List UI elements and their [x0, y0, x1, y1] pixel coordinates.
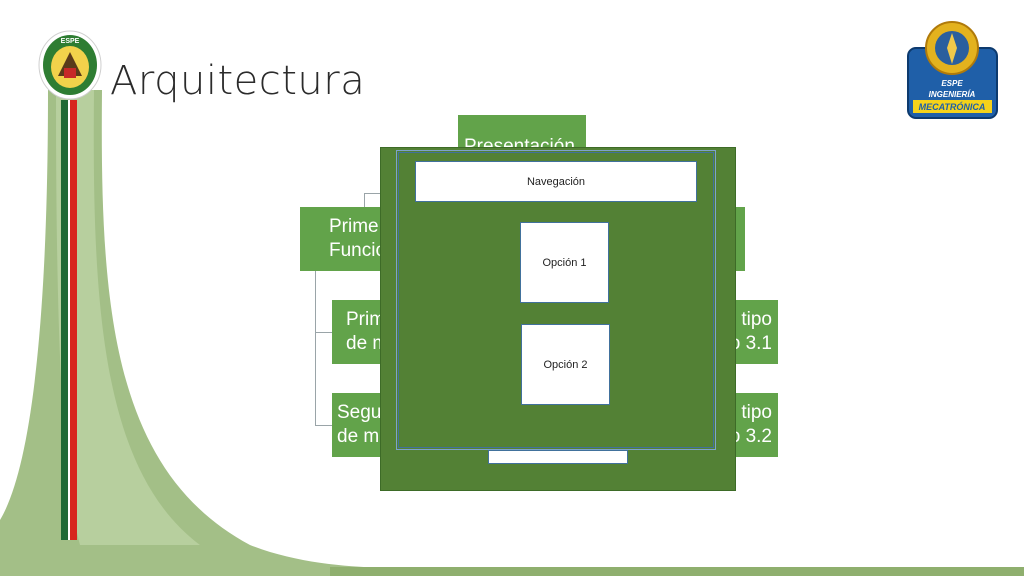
- left-sub1-line2: de m: [346, 333, 389, 354]
- option-2-button[interactable]: Opción 2: [521, 324, 610, 405]
- navigation-label: Navegación: [526, 175, 586, 188]
- bottom-band: [330, 567, 1024, 576]
- left-sub2-line1: Segu: [337, 402, 382, 423]
- navigation-bar[interactable]: Navegación: [415, 161, 697, 202]
- prototype-bottom-bar: [488, 450, 628, 464]
- flourish-inner: [56, 90, 200, 545]
- functional-line2: Funcio: [329, 240, 387, 261]
- espe-seal-text: ESPE: [61, 38, 80, 45]
- connector-left-vertical: [315, 271, 316, 426]
- slide-title: Arquitectura: [110, 58, 366, 104]
- right-sub1-line1: tipo: [741, 309, 772, 330]
- meca-logo-line2: INGENIERÍA: [929, 90, 976, 99]
- option-1-label: Opción 1: [542, 256, 587, 269]
- connector-left-branch1: [315, 332, 332, 333]
- stripe-green-left: [61, 100, 68, 540]
- connector-left-branch2: [315, 425, 332, 426]
- right-sub1-line2: o 3.1: [729, 333, 772, 354]
- right-sub2-line2: o 3.2: [729, 426, 772, 447]
- connector-top-vertical: [364, 193, 365, 207]
- meca-logo-line1: ESPE: [941, 79, 963, 88]
- prototype-frame-outer: [396, 150, 716, 450]
- prototype-frame-inner: [398, 152, 714, 448]
- left-sub2-line2: de m: [337, 426, 380, 447]
- right-sub2-line1: tipo: [741, 402, 772, 423]
- connector-top-horizontal: [364, 193, 384, 194]
- left-sub1-line1: Prim: [346, 309, 386, 330]
- stripe-red: [70, 100, 77, 540]
- navigation-prototype-panel: [380, 147, 736, 491]
- option-1-button[interactable]: Opción 1: [520, 222, 609, 303]
- stripe-white: [68, 100, 70, 540]
- functional-line1: Prime: [329, 216, 379, 237]
- espe-seal-logo: ESPE: [38, 30, 102, 100]
- mecatronica-logo: ESPE INGENIERÍA MECATRÓNICA: [907, 21, 998, 119]
- meca-logo-line3: MECATRÓNICA: [919, 101, 986, 112]
- option-2-label: Opción 2: [543, 358, 588, 371]
